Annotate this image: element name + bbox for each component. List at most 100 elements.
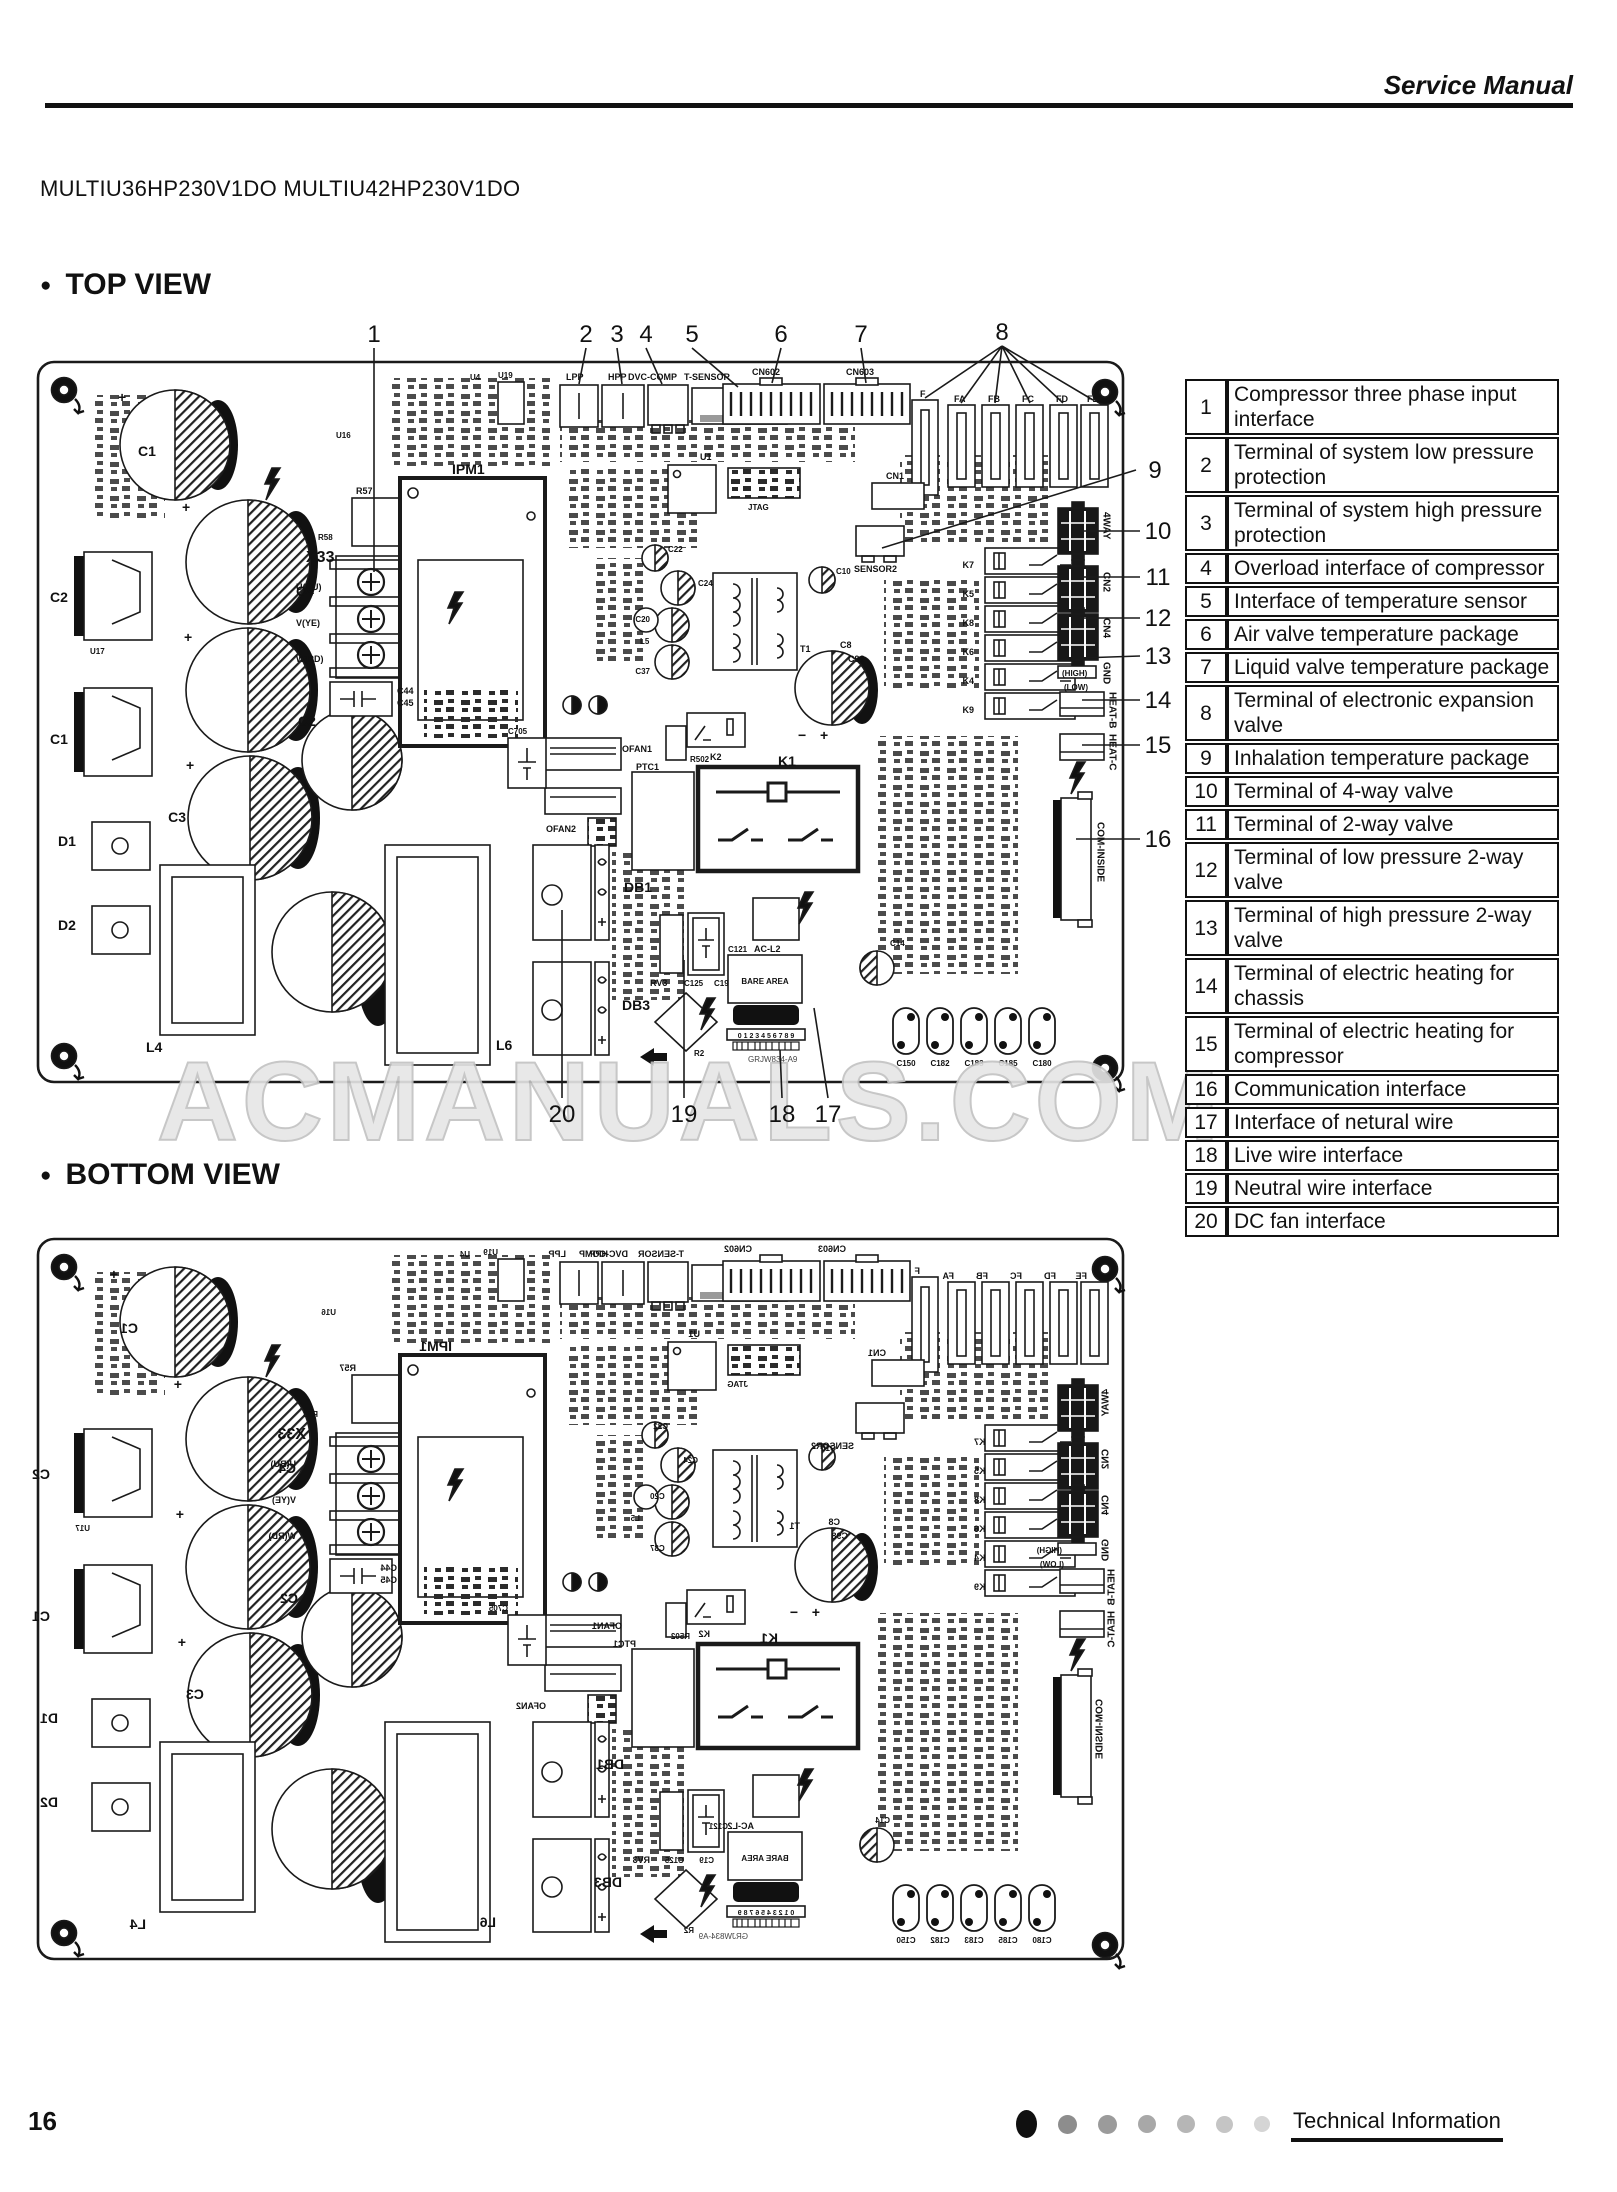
legend-desc: Live wire interface bbox=[1227, 1140, 1559, 1171]
silk-label: FB bbox=[976, 1271, 988, 1281]
silk-label: R58 bbox=[318, 533, 333, 542]
silk-label: R58 bbox=[303, 1410, 318, 1419]
silk-label: CN603 bbox=[818, 1244, 846, 1254]
silk-label: SENSOR2 bbox=[854, 564, 897, 574]
silk-label: U16 bbox=[321, 1308, 336, 1317]
silk-label: X33 bbox=[277, 1426, 306, 1443]
silk-label: C180 bbox=[1032, 1059, 1052, 1068]
silkscreen-top: C1 C4 C2 C3 + + + + C2 C1 D1 D2 L4 L6 X3… bbox=[50, 367, 1118, 1068]
silk-label: DB1 bbox=[596, 1756, 624, 1772]
silk-label: HEAT-C bbox=[1107, 1611, 1118, 1647]
silk-label: L5 bbox=[630, 1514, 640, 1523]
silk-label: COM-INSIDE bbox=[1095, 1699, 1106, 1759]
silk-label: C150 bbox=[896, 1059, 916, 1068]
silk-label: K2 bbox=[698, 1629, 710, 1639]
silk-label: DVC-COMP bbox=[579, 1249, 628, 1259]
silk-label: C14 bbox=[875, 1816, 890, 1825]
technical-information-link[interactable]: Technical Information bbox=[1291, 2108, 1503, 2142]
header-rule bbox=[45, 103, 1573, 108]
legend-desc: Compressor three phase input interface bbox=[1227, 379, 1559, 435]
callout-7: 7 bbox=[854, 321, 867, 348]
silk-label: C45 bbox=[397, 698, 414, 708]
silk-label: U19 bbox=[498, 371, 513, 380]
callout-16: 16 bbox=[1145, 826, 1172, 853]
silk-label: K5 bbox=[974, 1466, 986, 1476]
silk-label: C1 bbox=[32, 1608, 50, 1624]
callout-9: 9 bbox=[1148, 457, 1161, 484]
legend-desc: Overload interface of compressor bbox=[1227, 553, 1559, 584]
legend-desc: Terminal of high pressure 2-way valve bbox=[1227, 900, 1559, 956]
silk-label: JTAG bbox=[748, 503, 769, 512]
legend-num: 1 bbox=[1185, 379, 1227, 435]
legend-desc: Terminal of 4-way valve bbox=[1227, 776, 1559, 807]
silk-label: W(RD) bbox=[296, 654, 324, 664]
silk-label: + bbox=[184, 629, 192, 645]
silk-label: V(YE) bbox=[296, 618, 320, 628]
silk-label: BARE AREA bbox=[741, 977, 788, 986]
legend-num: 5 bbox=[1185, 586, 1227, 617]
silk-label: U4 bbox=[459, 1250, 470, 1259]
silk-label: C2 bbox=[50, 589, 68, 605]
silk-label: + bbox=[812, 1604, 820, 1620]
silk-label: GND bbox=[1101, 1539, 1112, 1561]
silk-label: FA bbox=[954, 394, 966, 404]
silk-label: + bbox=[110, 1266, 118, 1282]
silk-label: W(RD) bbox=[269, 1531, 297, 1541]
silk-label: OFAN2 bbox=[516, 1701, 546, 1711]
silk-label: + bbox=[176, 1506, 184, 1522]
callout-18: 18 bbox=[769, 1101, 796, 1128]
silk-label: C1 bbox=[50, 731, 68, 747]
silk-label: C4 bbox=[278, 1460, 296, 1476]
silk-label: CN602 bbox=[724, 1244, 752, 1254]
silk-label: L6 bbox=[479, 1914, 496, 1930]
silk-label: C180 bbox=[1032, 1936, 1052, 1945]
silk-label: CN602 bbox=[752, 367, 780, 377]
silk-label: CN1 bbox=[886, 471, 904, 481]
silk-label: 0 1 2 3 4 5 6 7 8 9 bbox=[738, 1910, 795, 1917]
bottom-view-title: BOTTOM VIEW bbox=[65, 1158, 280, 1191]
silk-label: C125 bbox=[664, 1856, 684, 1865]
progress-dot bbox=[1138, 2115, 1156, 2133]
silk-label: T1 bbox=[800, 644, 811, 654]
silk-label: C1 bbox=[138, 443, 156, 459]
model-numbers: MULTIU36HP230V1DO MULTIU42HP230V1DO bbox=[40, 176, 521, 201]
legend-num: 9 bbox=[1185, 743, 1227, 774]
legend-num: 15 bbox=[1185, 1016, 1227, 1072]
callout-14: 14 bbox=[1145, 687, 1172, 714]
silk-label: + bbox=[174, 1376, 182, 1392]
silk-label: (HIGH) bbox=[1062, 669, 1088, 678]
silk-label: U19 bbox=[483, 1248, 498, 1257]
silk-label: C37 bbox=[635, 667, 650, 676]
silk-label: C44 bbox=[380, 1563, 397, 1573]
silk-label: DB1 bbox=[624, 879, 652, 895]
silk-label: U17 bbox=[75, 1524, 90, 1533]
silk-label: T1 bbox=[789, 1521, 800, 1531]
progress-dot bbox=[1098, 2114, 1117, 2134]
silk-label: F bbox=[920, 389, 926, 399]
silk-label: D1 bbox=[58, 833, 76, 849]
pcb-top-view bbox=[38, 362, 1125, 1091]
silk-label: L5 bbox=[640, 637, 650, 646]
silk-label: AC-L2 bbox=[754, 944, 781, 954]
silk-label: D2 bbox=[40, 1794, 58, 1810]
callout-annotations bbox=[373, 345, 1141, 1099]
silk-label: + bbox=[820, 727, 828, 743]
silk-label: C2 bbox=[280, 1590, 298, 1606]
silk-label: + bbox=[178, 1634, 186, 1650]
silk-label: HEAT-B bbox=[1107, 1569, 1118, 1605]
silk-label: C8 bbox=[828, 1517, 840, 1527]
callout-12: 12 bbox=[1145, 605, 1172, 632]
silk-label: R57 bbox=[356, 486, 373, 496]
legend-num: 18 bbox=[1185, 1140, 1227, 1171]
silk-label: LPP bbox=[566, 372, 584, 382]
silk-label: L4 bbox=[129, 1916, 146, 1932]
legend-num: 4 bbox=[1185, 553, 1227, 584]
silk-label: R2 bbox=[694, 1049, 705, 1058]
